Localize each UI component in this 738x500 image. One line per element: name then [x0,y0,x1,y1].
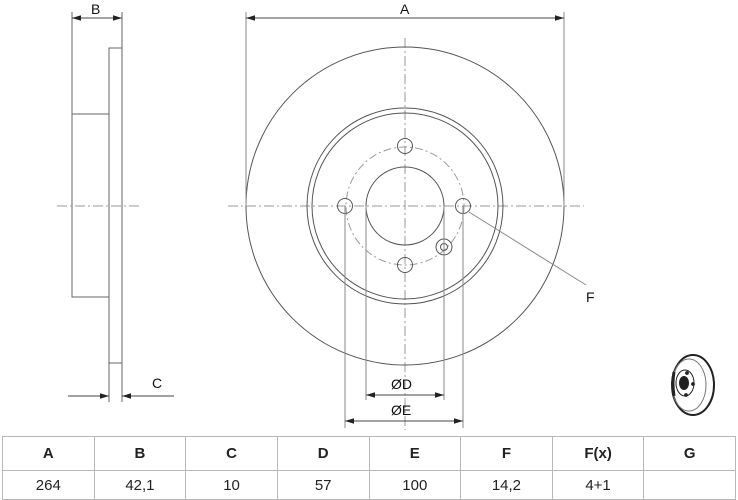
side-view [57,12,174,402]
bolt-circle [345,146,465,266]
header-fx: F(x) [551,436,645,471]
disc-thumbnail-icon [671,354,715,416]
value-d: 57 [276,470,370,500]
label-b: B [91,1,100,17]
header-d: D [276,436,370,471]
header-e: E [368,436,462,471]
table-header-row: A B C D E F F(x) G [2,436,736,471]
label-a: A [400,1,410,17]
header-a: A [2,436,95,471]
value-g [643,470,736,500]
header-c: C [185,436,278,471]
table-value-row: 264 42,1 10 57 100 14,2 4+1 [2,470,736,500]
bolt-hole-bottom [397,257,413,273]
header-g: G [643,436,736,471]
bolt-hole-top [397,138,413,154]
label-e: ØE [391,402,411,418]
value-c: 10 [185,470,278,500]
label-d: ØD [391,376,412,392]
label-c: C [152,375,162,391]
hat-outer-ring [306,107,504,305]
front-view [228,12,587,430]
header-b: B [93,436,187,471]
value-f: 14,2 [460,470,553,500]
value-a: 264 [2,470,95,500]
label-f: F [586,289,595,305]
leader-f [468,211,587,286]
value-b: 42,1 [93,470,187,500]
specification-table: A B C D E F F(x) G 264 42,1 10 57 100 14… [2,436,736,500]
hat-inner-ring [311,112,499,300]
header-f: F [460,436,553,471]
value-e: 100 [368,470,462,500]
value-fx: 4+1 [551,470,645,500]
